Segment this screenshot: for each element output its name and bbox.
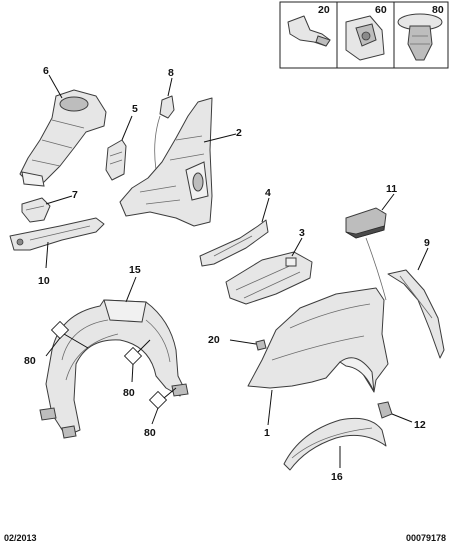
callout-12: 12 <box>414 419 426 431</box>
inset-qty-20: 20 <box>318 4 330 16</box>
callout-4: 4 <box>265 187 271 199</box>
callout-7: 7 <box>72 189 78 201</box>
part-1-front-wing <box>247 287 389 393</box>
callout-10: 10 <box>38 275 50 287</box>
callout-8: 8 <box>168 67 174 79</box>
part-9-arch-strip <box>387 269 445 359</box>
part-10-lower-rail <box>9 217 105 251</box>
callout-3: 3 <box>299 227 305 239</box>
callout-6: 6 <box>43 65 49 77</box>
callout-9: 9 <box>424 237 430 249</box>
footer-date: 02/2013 <box>4 533 37 543</box>
part-4-bracket <box>199 219 269 267</box>
push-rivet-icon <box>397 13 443 61</box>
fastener-inset: 20 60 80 <box>279 1 449 69</box>
inset-qty-60: 60 <box>375 4 387 16</box>
part-11-foam-block <box>345 207 387 239</box>
callout-80-b: 80 <box>123 387 135 399</box>
fastener-80-a <box>45 320 89 357</box>
callout-15: 15 <box>129 264 141 276</box>
part-2-side-member <box>119 97 213 227</box>
callout-20: 20 <box>208 334 220 346</box>
plug-fastener-icon <box>287 15 331 47</box>
callout-1: 1 <box>264 427 270 439</box>
part-16-arch-trim <box>283 417 387 471</box>
footer-reference-number: 00079178 <box>405 533 446 543</box>
callout-80-a: 80 <box>24 355 36 367</box>
part-15-wheel-arch-liner <box>39 299 189 439</box>
part-7-reinforcement <box>21 197 51 223</box>
callout-16: 16 <box>331 471 343 483</box>
callout-11: 11 <box>386 183 397 195</box>
callout-80-c: 80 <box>144 427 156 439</box>
clip-fastener-icon <box>345 15 385 61</box>
part-20-plug <box>255 339 267 351</box>
part-6-strut-tower <box>19 89 107 187</box>
part-12-clip <box>377 401 393 419</box>
part-3-wheelhouse-panel <box>225 251 313 305</box>
part-5-bracket <box>105 139 127 181</box>
callout-2: 2 <box>236 127 242 139</box>
inset-qty-80: 80 <box>432 4 444 16</box>
fastener-80-b <box>123 339 151 383</box>
part-8-small-bracket <box>154 95 175 171</box>
callout-5: 5 <box>132 103 138 115</box>
fastener-80-c <box>148 387 177 425</box>
